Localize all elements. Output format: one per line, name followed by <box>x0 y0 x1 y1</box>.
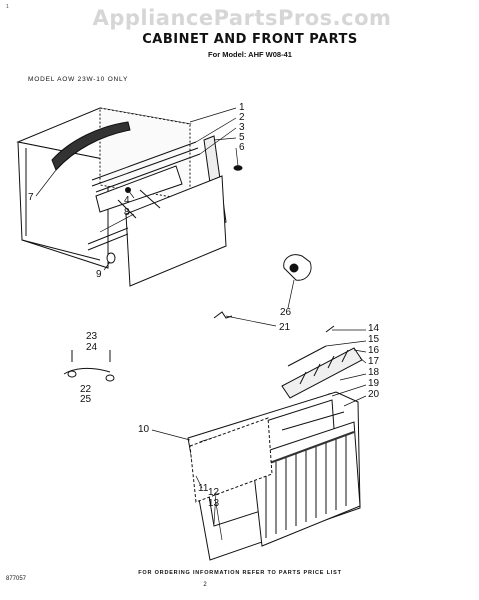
foot-part-9 <box>106 252 116 264</box>
top-mark: 1 <box>6 4 9 10</box>
callout-24: 24 <box>86 342 98 353</box>
front-channel-strips <box>91 141 201 193</box>
leader-lines <box>35 107 367 541</box>
air-filter-part-11 <box>189 417 273 503</box>
callout-16: 16 <box>368 345 380 356</box>
callout-23: 23 <box>86 331 98 342</box>
callout-21: 21 <box>279 322 291 333</box>
wire-clip-part-21 <box>213 311 233 319</box>
callout-25: 25 <box>80 394 92 405</box>
model-subtitle: For Model: AHF W08-41 <box>208 50 292 59</box>
callout-9: 9 <box>96 269 102 280</box>
cabinet-front-panel <box>95 165 227 287</box>
callout-11: 11 <box>198 483 209 494</box>
clip-part-6 <box>233 165 243 171</box>
callout-26: 26 <box>280 307 292 318</box>
mounting-hardware-parts <box>63 350 115 382</box>
bottom-rail <box>87 227 129 251</box>
callout-2: 2 <box>239 112 245 123</box>
callout-12: 12 <box>208 487 220 498</box>
page-number: 2 <box>203 582 207 588</box>
callout-7: 7 <box>28 192 34 203</box>
callout-15: 15 <box>368 334 380 345</box>
document-number: 877057 <box>6 576 27 582</box>
callout-20: 20 <box>368 389 380 400</box>
callout-13: 13 <box>208 498 220 509</box>
callout-19: 19 <box>368 378 380 389</box>
callout-22: 22 <box>80 384 92 395</box>
callout-1: 1 <box>239 102 245 113</box>
watermark: AppliancePartsPros.com <box>92 6 392 30</box>
control-knob-part-26 <box>283 254 312 281</box>
callout-4: 4 <box>124 195 130 206</box>
ordering-note: FOR ORDERING INFORMATION REFER TO PARTS … <box>138 570 342 576</box>
callout-14: 14 <box>368 323 380 334</box>
callout-10: 10 <box>138 424 150 435</box>
page-title: CABINET AND FRONT PARTS <box>142 32 358 47</box>
callout-3: 3 <box>239 122 245 133</box>
louver-assembly <box>281 325 363 399</box>
callout-6: 6 <box>239 142 245 153</box>
front-grille-louvers <box>251 421 361 547</box>
callout-8: 8 <box>124 207 130 218</box>
callout-5: 5 <box>239 132 245 143</box>
model-note: MODEL AOW 23W-10 ONLY <box>28 76 129 83</box>
callout-17: 17 <box>368 356 380 367</box>
callout-18: 18 <box>368 367 380 378</box>
top-handle-strip <box>51 121 131 171</box>
